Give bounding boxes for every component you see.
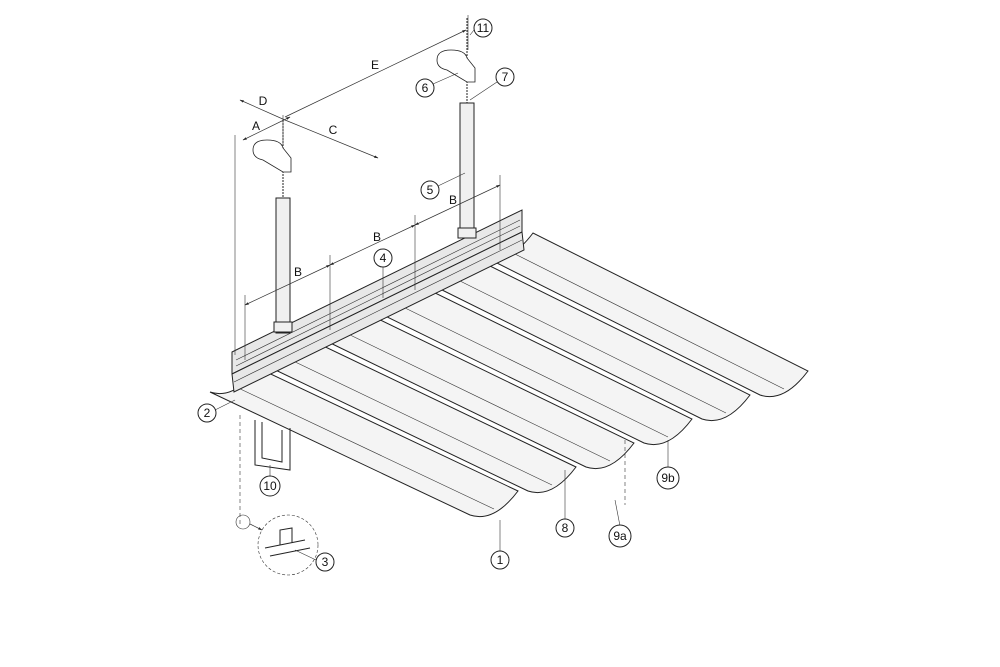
panel-edge-line (233, 385, 495, 510)
svg-text:11: 11 (477, 21, 490, 35)
clip-detail (235, 420, 319, 576)
panel-edge-line (453, 277, 727, 414)
callout-4: 4 (373, 248, 393, 268)
svg-text:3: 3 (322, 555, 329, 569)
dimension-label-b: B (294, 265, 302, 279)
callout-10: 10 (259, 475, 281, 497)
svg-text:5: 5 (427, 183, 434, 197)
svg-text:9a: 9a (613, 529, 627, 543)
callout-8: 8 (555, 518, 575, 538)
svg-text:2: 2 (204, 406, 211, 420)
panel-edge-line (343, 331, 611, 462)
callout-9a: 9a (608, 524, 632, 548)
dimension-label-b: B (373, 230, 381, 244)
svg-text:7: 7 (502, 70, 509, 84)
dimension-label-b: B (449, 193, 457, 207)
svg-text:9b: 9b (661, 471, 675, 485)
dimension-label-a: A (252, 119, 260, 133)
callout-1: 1 (490, 550, 510, 570)
dimension-label-c: C (329, 123, 338, 137)
dimension-label-e: E (371, 58, 379, 72)
panel-edge-line (508, 250, 785, 390)
dimension-label-d: D (259, 94, 268, 108)
callout-5: 5 (420, 180, 440, 200)
svg-text:8: 8 (562, 521, 569, 535)
hanger-left (252, 120, 293, 334)
callout-11: 11 (473, 18, 493, 38)
callout-3: 3 (315, 552, 335, 572)
svg-text:10: 10 (263, 479, 277, 493)
svg-text:4: 4 (380, 251, 387, 265)
callout-9b: 9b (656, 466, 680, 490)
panel-edge-line (398, 304, 669, 438)
ceiling-panel (209, 367, 519, 517)
leader-lines (214, 29, 669, 561)
callout-7: 7 (495, 67, 515, 87)
svg-text:6: 6 (422, 81, 429, 95)
callout-2: 2 (197, 403, 217, 423)
panel-edge-line (288, 358, 553, 486)
carrier-rail (231, 209, 525, 393)
dimension-lines (234, 15, 626, 525)
svg-text:1: 1 (497, 553, 504, 567)
callout-6: 6 (415, 78, 435, 98)
ceiling-panels (209, 232, 809, 517)
